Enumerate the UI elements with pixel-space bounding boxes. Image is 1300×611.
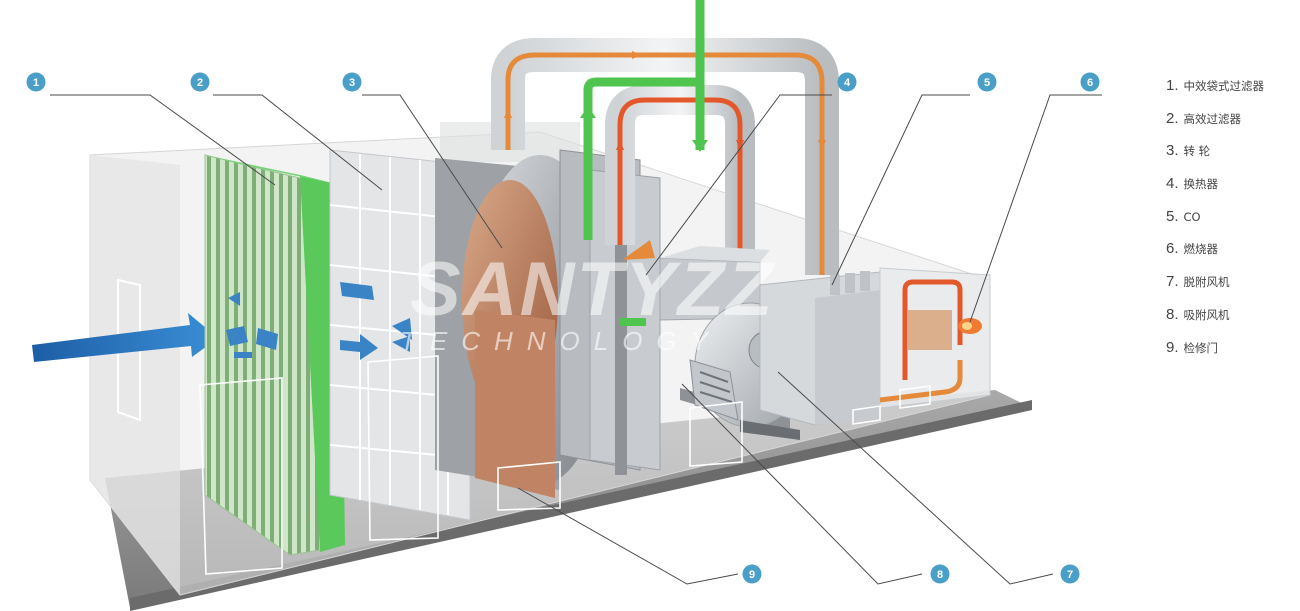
legend-item: 9.检修门 (1166, 338, 1219, 356)
badge-5: 5 (977, 72, 997, 92)
svg-text:5: 5 (984, 77, 990, 89)
heat-exchanger (659, 246, 770, 321)
svg-text:8: 8 (937, 569, 943, 581)
callout-leader-lines (50, 94, 1102, 585)
legend-item: 3.转 轮 (1166, 142, 1211, 160)
catalytic-oxidizer (759, 271, 881, 426)
legend-item: 1.中效袋式过滤器 (1166, 77, 1265, 94)
svg-text:3: 3 (349, 77, 355, 89)
svg-text:9: 9 (749, 569, 755, 581)
legend-item: 6.燃烧器 (1166, 240, 1219, 258)
watermark-sub: TECHNOLOGY (400, 326, 722, 356)
svg-text:7: 7 (1067, 569, 1073, 581)
burner-chamber (879, 267, 991, 409)
badge-9: 9 (742, 564, 762, 584)
component-legend: 1.中效袋式过滤器 2.高效过滤器 3.转 轮 4.换热器 5.CO 6.燃烧器… (1166, 74, 1296, 368)
badge-1: 1 (26, 72, 46, 92)
badge-4: 4 (837, 72, 857, 92)
legend-item: 2.高效过滤器 (1166, 109, 1242, 127)
legend-item: 8.吸附风机 (1166, 305, 1230, 323)
badge-6: 6 (1080, 72, 1100, 92)
badge-3: 3 (342, 72, 362, 92)
inlet-airflow-arrow (32, 313, 218, 362)
svg-text:2: 2 (197, 77, 203, 89)
watermark-main: SANTYZZ (410, 247, 775, 332)
rotor-wheel (435, 149, 661, 498)
badge-7: 7 (1060, 564, 1080, 584)
svg-text:6: 6 (1087, 77, 1093, 89)
badge-2: 2 (190, 72, 210, 92)
bag-filter (204, 154, 345, 556)
svg-text:4: 4 (844, 77, 851, 89)
legend-item: 7.脱附风机 (1166, 273, 1230, 291)
callout-badges: 1 2 3 4 5 6 9 8 7 (26, 72, 1100, 584)
badge-8: 8 (930, 564, 950, 584)
legend-item: 5.CO (1166, 207, 1201, 225)
legend-item: 4.换热器 (1166, 175, 1219, 193)
svg-text:1: 1 (33, 77, 39, 89)
service-doors (199, 355, 931, 575)
duct-network (491, 0, 839, 344)
watermark: SANTYZZ TECHNOLOGY (400, 247, 775, 356)
